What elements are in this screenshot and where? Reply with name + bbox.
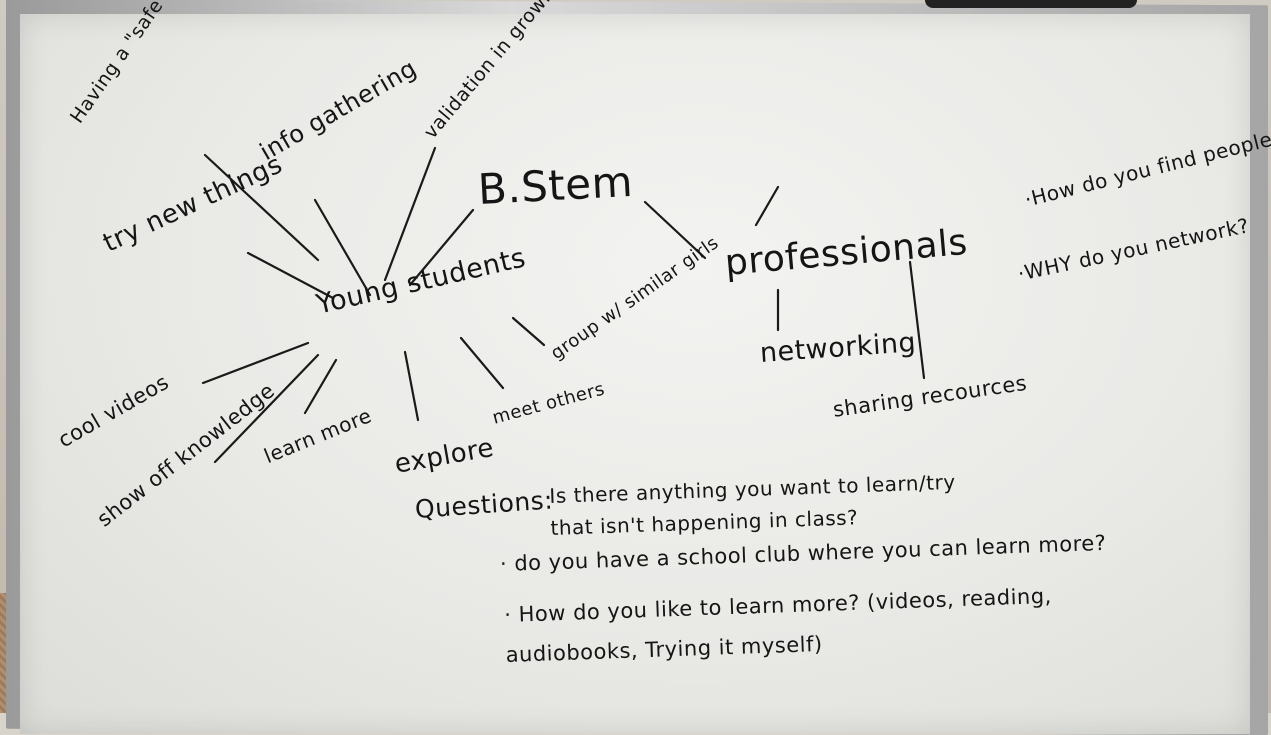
center-topic-bstem: B.Stem [476,156,635,214]
line-try-new [246,251,335,300]
line-cool-videos [201,341,310,385]
line-group [511,316,546,347]
line-bstem-prof [643,200,707,260]
line-explore [403,350,420,422]
line-safe-space [203,153,320,262]
line-validation [383,146,437,282]
line-learn-more [303,358,338,415]
connector-lines [201,146,926,464]
dark-object-top [925,0,1137,8]
line-show-off [213,353,320,464]
line-sharing [908,260,926,380]
line-meet [459,336,505,390]
line-info-gathering [313,198,372,297]
line-prof-extra [754,185,780,227]
line-bstem-young [408,208,475,287]
